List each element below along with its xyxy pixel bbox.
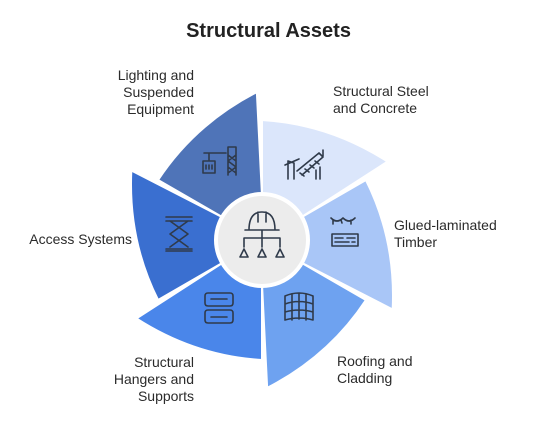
label-glued-laminated-timber: Glued-laminated Timber [394, 217, 497, 250]
hard-hat-hierarchy-icon [239, 211, 285, 258]
hanger-support-icon [204, 292, 234, 324]
timber-beam-icon [330, 217, 359, 247]
label-structural-steel-and-concrete: Structural Steel and Concrete [333, 83, 429, 116]
label-roofing-and-cladding: Roofing and Cladding [337, 353, 413, 386]
label-lighting-and-suspended-equipment: Lighting and Suspended Equipment [117, 67, 194, 117]
lighting-rig-icon [202, 146, 237, 176]
scissor-lift-icon [165, 216, 193, 252]
label-structural-hangers-and-supports: Structural Hangers and Supports [113, 354, 194, 404]
label-access-systems: Access Systems [29, 231, 132, 247]
roof-tiles-icon [284, 292, 314, 321]
staircase-icon [284, 149, 324, 180]
diagram-title: Structural Assets [186, 20, 351, 42]
